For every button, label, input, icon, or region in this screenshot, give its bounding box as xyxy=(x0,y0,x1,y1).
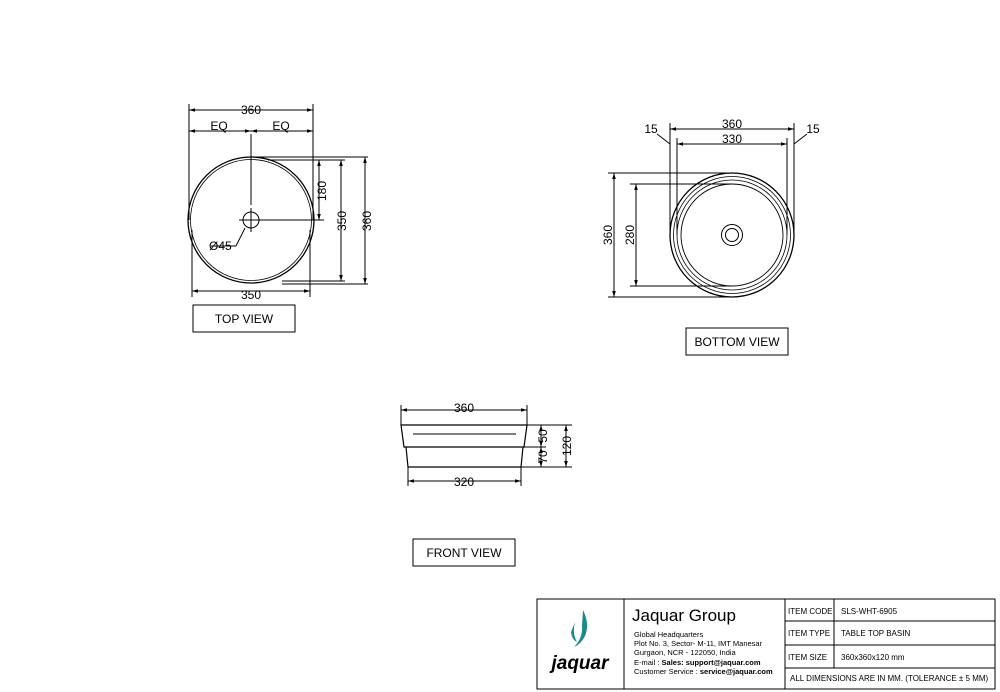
field-key-item-code: ITEM CODE xyxy=(788,607,832,616)
front-view-dim-total-height: 120 xyxy=(560,436,574,456)
front-view xyxy=(400,405,572,486)
bottom-view-dim-outer-height: 360 xyxy=(601,225,615,245)
bottom-view-drain-outer xyxy=(721,224,743,246)
field-key-item-size: ITEM SIZE xyxy=(788,653,827,662)
address-line-3: Gurgaon, NCR - 122050, India xyxy=(634,648,737,657)
address-line-2: Plot No. 3, Sector- M-11, IMT Manesar xyxy=(634,639,763,648)
logo-mark-icon xyxy=(574,610,588,647)
top-view-dim-inner-height: 350 xyxy=(335,211,349,231)
bottom-view-inner-ring xyxy=(680,183,784,287)
front-view-dim-rim: 50 xyxy=(536,429,550,443)
tolerance-note: ALL DIMENSIONS ARE IN MM. (TOLERANCE ± 5… xyxy=(790,674,989,683)
top-view-dim-eq-right: EQ xyxy=(272,119,289,133)
top-view-dim-outer-height: 360 xyxy=(360,211,374,231)
top-view-label-box xyxy=(192,304,296,333)
front-view-label: FRONT VIEW xyxy=(426,546,502,560)
bottom-view-drain-inner xyxy=(725,228,739,242)
front-view-rim xyxy=(400,424,528,448)
title-block xyxy=(536,598,996,690)
top-view-label: TOP VIEW xyxy=(215,312,274,326)
bottom-view-label: BOTTOM VIEW xyxy=(694,335,780,349)
top-view-dim-offset: 180 xyxy=(315,181,329,201)
top-view-dim-bottom-width: 350 xyxy=(241,288,261,302)
front-view-body xyxy=(405,446,524,468)
bottom-view-label-box xyxy=(685,327,789,356)
bottom-view-dim-left-margin: 15 xyxy=(644,122,658,136)
field-value-item-size: 360x360x120 mm xyxy=(841,653,905,662)
email-line: E-mail : Sales: support@jaquar.com xyxy=(634,658,761,667)
bottom-view-dim-inner-height: 280 xyxy=(623,225,637,245)
bottom-view-outer-ring xyxy=(669,172,795,298)
front-view-dim-top-width: 360 xyxy=(454,401,474,415)
front-view-dim-body: 70 xyxy=(536,450,550,464)
bottom-view-dim-overall-width: 360 xyxy=(722,117,742,131)
top-view-dim-eq-left: EQ xyxy=(210,119,227,133)
front-view-dim-bottom-width: 320 xyxy=(454,475,474,489)
bottom-view-dim-right-margin: 15 xyxy=(806,122,820,136)
top-view xyxy=(187,104,368,297)
company-name: Jaquar Group xyxy=(632,606,736,625)
logo-wordmark: jaquar xyxy=(548,653,610,674)
front-view-label-box xyxy=(412,538,516,567)
top-view-dim-overall-width: 360 xyxy=(241,103,261,117)
service-line: Customer Service : service@jaquar.com xyxy=(634,667,773,676)
jaquar-logo: jaquar xyxy=(548,610,610,674)
field-value-item-code: SLS-WHT-6905 xyxy=(841,607,898,616)
field-value-item-type: TABLE TOP BASIN xyxy=(841,629,910,638)
bottom-view xyxy=(608,123,808,298)
bottom-view-dim-inner-width: 330 xyxy=(722,132,742,146)
field-key-item-type: ITEM TYPE xyxy=(788,629,830,638)
address-line-1: Global Headquarters xyxy=(634,630,703,639)
top-view-dim-hole-dia: Ø45 xyxy=(209,239,232,253)
